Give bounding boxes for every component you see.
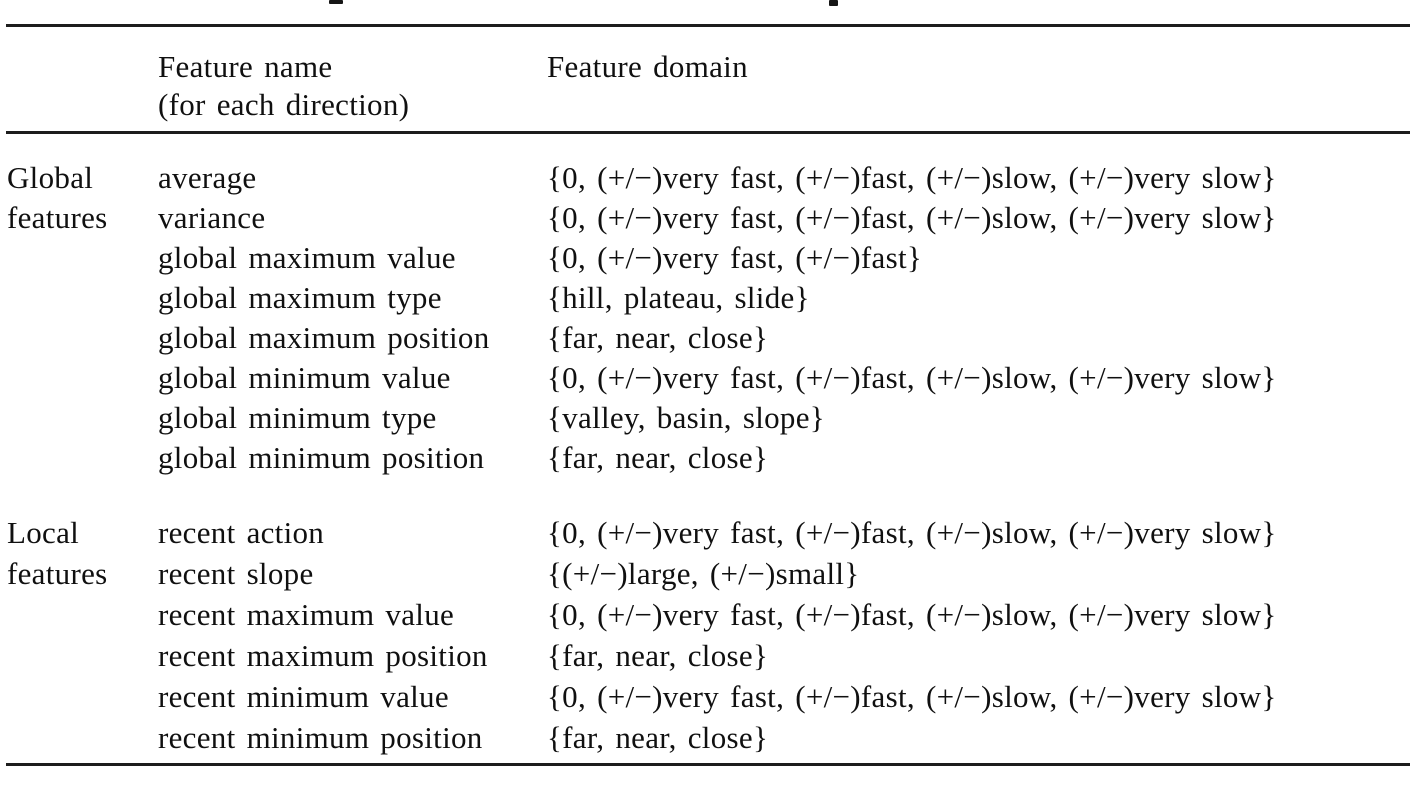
feature-domain-cell: {far, near, close}	[547, 320, 769, 355]
cropped-caption-fragment	[829, 0, 838, 6]
table-row: global minimum value {0, (+/−)very fast,…	[7, 358, 1410, 398]
table-row: recent minimum value {0, (+/−)very fast,…	[7, 676, 1410, 717]
feature-domain-cell: {0, (+/−)very fast, (+/−)fast}	[547, 240, 923, 275]
column-header-feature-domain: Feature domain	[547, 48, 1410, 124]
feature-name-cell: global maximum value	[158, 240, 456, 275]
feature-name-cell: recent maximum position	[158, 638, 488, 673]
feature-name-cell: global minimum value	[158, 360, 451, 395]
feature-name-cell: recent action	[158, 515, 325, 550]
feature-name-header-line1: Feature name	[158, 49, 333, 84]
group-label: features	[7, 556, 108, 591]
group-label	[7, 398, 158, 438]
local-features-section: Local recent action {0, (+/−)very fast, …	[7, 512, 1410, 758]
feature-name-cell: average	[158, 160, 257, 195]
table-row: features variance {0, (+/−)very fast, (+…	[7, 198, 1410, 238]
table-row: global maximum value {0, (+/−)very fast,…	[7, 238, 1410, 278]
group-label	[7, 278, 158, 318]
table-header-rule	[6, 131, 1410, 134]
table-row: Global average {0, (+/−)very fast, (+/−)…	[7, 158, 1410, 198]
feature-domain-cell: {hill, plateau, slide}	[547, 280, 810, 315]
feature-domain-cell: {0, (+/−)very fast, (+/−)fast, (+/−)slow…	[547, 200, 1277, 235]
feature-domain-cell: {0, (+/−)very fast, (+/−)fast, (+/−)slow…	[547, 679, 1277, 714]
feature-name-cell: global maximum position	[158, 320, 490, 355]
feature-name-cell: recent minimum position	[158, 720, 483, 755]
table-row: recent minimum position {far, near, clos…	[7, 717, 1410, 758]
feature-domain-header-label: Feature domain	[547, 49, 748, 84]
group-label	[7, 358, 158, 398]
feature-domain-cell: {0, (+/−)very fast, (+/−)fast, (+/−)slow…	[547, 597, 1277, 632]
group-label	[7, 438, 158, 478]
feature-domain-cell: {0, (+/−)very fast, (+/−)fast, (+/−)slow…	[547, 360, 1277, 395]
feature-domain-cell: {0, (+/−)very fast, (+/−)fast, (+/−)slow…	[547, 515, 1277, 550]
feature-domain-cell: {(+/−)large, (+/−)small}	[547, 556, 860, 591]
feature-domain-cell: {0, (+/−)very fast, (+/−)fast, (+/−)slow…	[547, 160, 1277, 195]
table-row: global minimum type {valley, basin, slop…	[7, 398, 1410, 438]
table-row: features recent slope {(+/−)large, (+/−)…	[7, 553, 1410, 594]
feature-domain-cell: {far, near, close}	[547, 440, 769, 475]
feature-name-header-line2: (for each direction)	[158, 87, 410, 122]
group-label	[7, 238, 158, 278]
cropped-caption-fragment	[329, 0, 343, 4]
group-label	[7, 594, 158, 635]
feature-name-cell: global minimum position	[158, 440, 485, 475]
group-label: Global	[7, 160, 94, 195]
group-label: Local	[7, 515, 80, 550]
table-bottom-rule	[6, 763, 1410, 766]
feature-name-cell: recent slope	[158, 556, 314, 591]
table-top-rule	[6, 24, 1410, 27]
header-group-spacer	[7, 48, 158, 124]
group-label: features	[7, 200, 108, 235]
table-header-row: Feature name (for each direction) Featur…	[7, 48, 1410, 124]
feature-domain-cell: {far, near, close}	[547, 638, 769, 673]
group-label	[7, 676, 158, 717]
table-row: Local recent action {0, (+/−)very fast, …	[7, 512, 1410, 553]
table-row: global minimum position {far, near, clos…	[7, 438, 1410, 478]
feature-domain-cell: {valley, basin, slope}	[547, 400, 825, 435]
feature-name-cell: variance	[158, 200, 266, 235]
feature-name-cell: recent minimum value	[158, 679, 449, 714]
table-row: recent maximum value {0, (+/−)very fast,…	[7, 594, 1410, 635]
table-row: global maximum type {hill, plateau, slid…	[7, 278, 1410, 318]
group-label	[7, 635, 158, 676]
group-label	[7, 318, 158, 358]
feature-domain-cell: {far, near, close}	[547, 720, 769, 755]
group-label	[7, 717, 158, 758]
global-features-section: Global average {0, (+/−)very fast, (+/−)…	[7, 158, 1410, 478]
table-row: recent maximum position {far, near, clos…	[7, 635, 1410, 676]
column-header-feature-name: Feature name (for each direction)	[158, 48, 547, 124]
table-row: global maximum position {far, near, clos…	[7, 318, 1410, 358]
feature-name-cell: global maximum type	[158, 280, 442, 315]
feature-name-cell: global minimum type	[158, 400, 437, 435]
feature-name-cell: recent maximum value	[158, 597, 455, 632]
